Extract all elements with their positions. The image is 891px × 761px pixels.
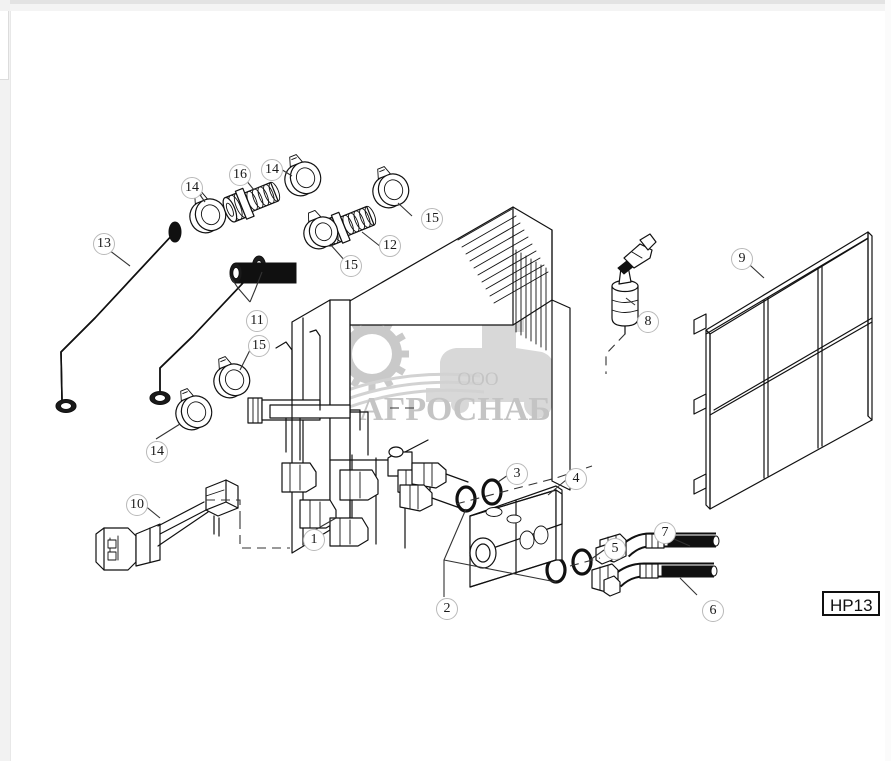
pressure-switch-8 — [611, 233, 657, 335]
callout-6-lower-hose[interactable]: 6 — [702, 600, 724, 622]
callout-10-wiring-connector[interactable]: 10 — [126, 494, 148, 516]
clamp-14-b — [284, 154, 322, 197]
grille-screen-9 — [693, 231, 873, 510]
assembly-dash-connector-2 — [206, 499, 241, 520]
core-lower-elbows — [281, 462, 379, 547]
assembly-dash-switch — [605, 333, 626, 374]
page-frame-left-rule — [10, 11, 11, 761]
callout-15-hose-clamp-c[interactable]: 15 — [248, 335, 270, 357]
callout-16-hose-connector[interactable]: 16 — [229, 164, 251, 186]
clamp-14-c — [175, 388, 213, 431]
callout-7-upper-hose[interactable]: 7 — [654, 522, 676, 544]
assembly-dash-connector — [239, 520, 290, 549]
page-frame-top-edge — [0, 0, 891, 4]
clamp-14-a — [189, 191, 227, 234]
hose-6-lower — [610, 562, 718, 588]
callout-1-evaporator-core[interactable]: 1 — [303, 529, 325, 551]
callout-14-hose-clamp-c[interactable]: 14 — [146, 441, 168, 463]
callout-2-o-ring-set[interactable]: 2 — [436, 598, 458, 620]
callout-4-expansion-valve[interactable]: 4 — [565, 468, 587, 490]
core-right-fittings — [387, 446, 469, 512]
core-tube-bundle — [247, 397, 369, 461]
connector-16 — [222, 181, 281, 223]
clamp-15-c — [213, 356, 251, 399]
callout-14-hose-clamp-a[interactable]: 14 — [181, 177, 203, 199]
evaporator-core-housing — [247, 206, 571, 554]
callout-15-hose-clamp-a[interactable]: 15 — [340, 255, 362, 277]
hose-13-shape — [55, 221, 182, 414]
o-ring-group-left — [455, 478, 503, 513]
clamp-15-a — [303, 209, 339, 250]
callout-12-hose-fitting[interactable]: 12 — [379, 235, 401, 257]
page-frame-corner-box — [0, 11, 9, 80]
expansion-valve-block-4 — [469, 485, 563, 588]
page-frame-top-band — [0, 4, 891, 11]
callout-15-hose-clamp-b[interactable]: 15 — [421, 208, 443, 230]
callout-8-pressure-switch[interactable]: 8 — [637, 311, 659, 333]
clamp-15-b — [372, 166, 410, 209]
assembly-dash-valve-right — [569, 557, 601, 567]
callout-9-grille-screen[interactable]: 9 — [731, 248, 753, 270]
page-frame-left-edge — [0, 0, 10, 761]
callout-5-o-ring[interactable]: 5 — [604, 538, 626, 560]
page-frame-right-edge — [885, 0, 891, 761]
part-code-label: HP13 — [822, 591, 880, 616]
callout-3-o-ring[interactable]: 3 — [506, 463, 528, 485]
callout-11-heater-hose[interactable]: 11 — [246, 310, 268, 332]
callout-13-heater-hose[interactable]: 13 — [93, 233, 115, 255]
callout-14-hose-clamp-b[interactable]: 14 — [261, 159, 283, 181]
wiring-connector-10 — [95, 479, 239, 571]
hose-11-stub — [229, 262, 297, 284]
